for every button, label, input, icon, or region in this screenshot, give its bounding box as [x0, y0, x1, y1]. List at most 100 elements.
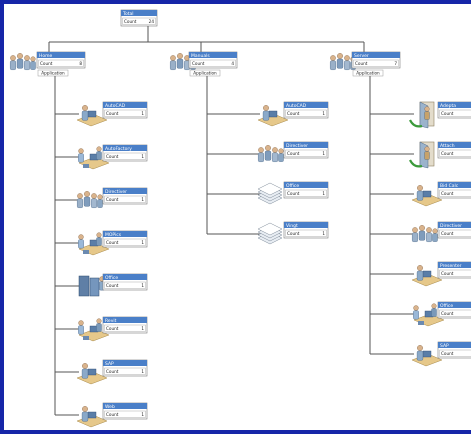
person-head-shape [84, 191, 90, 197]
count-field [353, 59, 399, 67]
person-body-shape [81, 411, 89, 422]
count-value: 24 [149, 19, 155, 24]
server-tower-shape [89, 277, 100, 297]
person-head-shape [417, 345, 423, 351]
person-body-shape [432, 233, 438, 242]
node-header-bar [438, 342, 471, 348]
node-header-bar [103, 274, 147, 280]
child-node-2-2[interactable]: Bid CalcCount1 [437, 181, 471, 199]
count-label: Count [106, 412, 119, 417]
person-head-shape [432, 228, 438, 234]
monitor-shape [87, 411, 97, 419]
person-body-shape [264, 150, 272, 161]
node-title: Manuals [191, 53, 210, 59]
chair-shape [83, 336, 89, 340]
arrow-shape [409, 159, 423, 168]
person-head-shape [344, 55, 350, 61]
child-node-2-0[interactable]: AdeptaCount1 [437, 101, 471, 119]
node-title: Office [440, 303, 453, 309]
node-title: Home [39, 53, 53, 59]
person-body-shape [90, 198, 97, 209]
person-body-shape [426, 232, 433, 243]
child-node-2-4[interactable]: PresenterCount1 [437, 261, 471, 279]
person-head-shape [265, 145, 271, 151]
node-header-bar [438, 142, 471, 148]
person-body-shape [78, 239, 84, 249]
count-label: Count [441, 271, 454, 276]
child-node-2-1[interactable]: AttachCount1 [437, 141, 471, 159]
count-label: Count [287, 111, 300, 116]
count-value: 1 [141, 240, 144, 245]
node-title: Vingt [286, 223, 298, 229]
door-exit-icon [409, 101, 435, 129]
tag-label: Application [193, 71, 217, 76]
person-body-shape [24, 60, 31, 70]
person-body-shape [416, 190, 424, 201]
node-header-bar [438, 222, 471, 228]
person-head-shape [24, 55, 30, 61]
count-value: 8 [79, 61, 82, 66]
person-body-shape [176, 58, 184, 69]
person-body-shape [330, 60, 337, 70]
desk-user-icon [411, 185, 443, 207]
person-body-shape [96, 237, 102, 246]
person-head-shape [417, 185, 423, 191]
count-value: 1 [141, 111, 144, 116]
person-body-shape [272, 152, 279, 163]
person-head-shape [82, 105, 88, 111]
count-label: Count [355, 61, 368, 66]
node-header-bar [103, 102, 147, 108]
count-label: Count [106, 197, 119, 202]
person-body-shape [96, 323, 102, 332]
monitor-shape [87, 110, 97, 118]
count-field [439, 149, 471, 157]
person-body-shape [83, 196, 91, 207]
count-value: 1 [141, 326, 144, 331]
count-value: 1 [322, 231, 325, 236]
count-field [104, 410, 146, 418]
tag-label: Application [356, 71, 380, 76]
team-desk-icon [78, 318, 110, 342]
count-field [439, 109, 471, 117]
person-body-shape [424, 151, 430, 160]
count-label: Count [106, 369, 119, 374]
count-field [439, 189, 471, 197]
document-stack-icon [257, 222, 283, 245]
person-head-shape [78, 234, 84, 240]
person-body-shape [412, 232, 419, 243]
desk-user-icon [76, 363, 108, 385]
person-body-shape [257, 152, 264, 163]
person-head-shape [419, 225, 425, 231]
count-value: 7 [394, 61, 397, 66]
person-body-shape [97, 199, 103, 208]
count-label: Count [441, 351, 454, 356]
person-head-shape [424, 106, 430, 112]
person-head-shape [82, 406, 88, 412]
person-head-shape [78, 320, 84, 326]
desk-user-icon [411, 265, 443, 287]
count-field [104, 109, 146, 117]
node-title: MOPics [105, 232, 122, 238]
count-field [439, 349, 471, 357]
count-field [104, 324, 146, 332]
